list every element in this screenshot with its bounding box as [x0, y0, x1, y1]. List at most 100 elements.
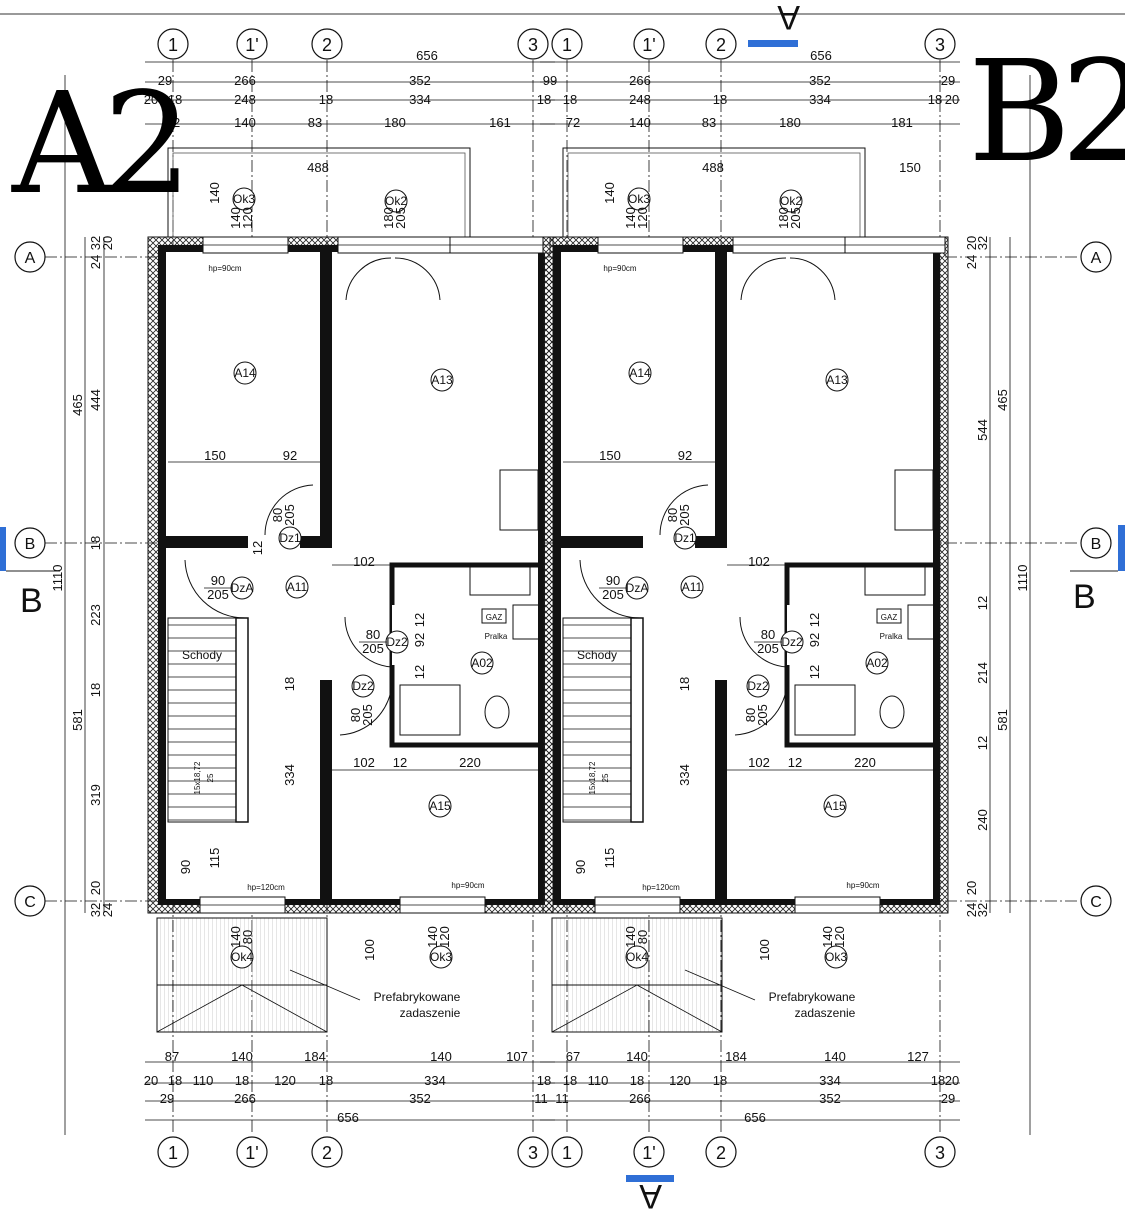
top-dimension: 180 [779, 115, 801, 130]
top-dimension: 334 [809, 92, 831, 107]
door-tag-marker [673, 526, 697, 550]
window-tag: Ok4 [626, 950, 648, 964]
axis-bubble [924, 28, 956, 60]
interior-wall [561, 536, 643, 548]
opening-size: 205 [282, 504, 297, 526]
washbasin [469, 564, 531, 596]
axis-bubble-label: 1' [245, 35, 258, 55]
axis-bubble [633, 28, 665, 60]
side-dimension: 20 [88, 881, 103, 895]
opening-size: 180 [776, 207, 791, 229]
room-tag: A11 [287, 580, 308, 594]
side-dimension: 20 [964, 236, 979, 250]
bottom-dimension: 20 [144, 1073, 158, 1088]
door-swing [659, 484, 709, 536]
side-dimension: 581 [995, 709, 1010, 731]
top-dimension: 18 [713, 92, 727, 107]
opening-size: 140 [623, 926, 638, 948]
window-tag: Ok3 [233, 192, 255, 206]
axis-bubble [633, 1136, 665, 1168]
top-dimension: 83 [308, 115, 322, 130]
stairs-width: 25 [206, 773, 215, 782]
window-tag-marker [627, 187, 651, 211]
toilet [879, 695, 905, 729]
opening-size: 140 [820, 926, 835, 948]
washer [512, 604, 540, 640]
section-b-right-label: B [1073, 578, 1096, 616]
axis-bubble-label: 1' [642, 1143, 655, 1163]
room-tag-marker [628, 361, 652, 385]
side-dimension: 12 [975, 736, 990, 750]
bottom-dimension: 67 [566, 1049, 580, 1064]
room-tag-marker [428, 794, 452, 818]
top-dimension: 18 [563, 92, 577, 107]
interior-wall [715, 252, 727, 548]
door-swing [579, 559, 641, 619]
stair-outline [562, 617, 632, 823]
door-tag: Dz2 [352, 679, 374, 693]
stair-wall [630, 617, 644, 823]
room-tag: A02 [866, 656, 888, 670]
inner-dimension: 115 [602, 848, 617, 869]
bottom-dimension: 18 [235, 1073, 249, 1088]
room-tag-marker [430, 368, 454, 392]
side-dimension: 24 [964, 903, 979, 917]
opening-size: 80 [665, 508, 680, 522]
room-tag-marker [285, 575, 309, 599]
room-tag-marker [825, 368, 849, 392]
side-dimension: 444 [88, 389, 103, 411]
top-dimension: 334 [409, 92, 431, 107]
bottom-dimension: 266 [234, 1091, 256, 1106]
room-tag-marker [470, 651, 494, 675]
top-dimension: 352 [809, 73, 831, 88]
window-tag: Ok2 [385, 194, 407, 208]
bottom-dimension: 29 [941, 1091, 955, 1106]
top-dimension: 72 [566, 115, 580, 130]
top-dimension: 656 [810, 48, 832, 63]
axis-bubble [157, 1136, 189, 1168]
door-swing [344, 616, 393, 668]
side-dimension: 20 [964, 881, 979, 895]
gas-box [876, 608, 902, 624]
canopy-note: Prefabrykowane [769, 990, 856, 1004]
washer-label: Pralka [485, 632, 508, 641]
window-tag-marker [230, 945, 254, 969]
door-tag: Dz2 [747, 679, 769, 693]
opening-size: 80 [348, 708, 363, 722]
bottom-dimension: 18 [537, 1073, 551, 1088]
opening-size: 205 [757, 641, 779, 656]
axis-bubble-label: 1' [245, 1143, 258, 1163]
bottom-dimension: 140 [430, 1049, 452, 1064]
room-tag: A11 [682, 580, 703, 594]
axis-bubble-label: A [1091, 250, 1102, 267]
axis-bubble [1080, 885, 1112, 917]
sill-height: hp=90cm [451, 881, 484, 890]
room-tag: A15 [429, 799, 451, 813]
opening-size: 205 [362, 641, 384, 656]
washer [907, 604, 935, 640]
gas-label: GAZ [881, 613, 898, 622]
top-dimension: 99 [543, 73, 557, 88]
bottom-dimension: 110 [193, 1073, 214, 1088]
bottom-dimension: 18 [931, 1073, 945, 1088]
stairs-label: Schody [577, 648, 617, 662]
door-tag-marker [278, 526, 302, 550]
bottom-dimension: 266 [629, 1091, 651, 1106]
top-dimension: 488 [702, 160, 724, 175]
top-dimension: 488 [307, 160, 329, 175]
top-dimension: 18 [168, 92, 182, 107]
axis-bubble [705, 1136, 737, 1168]
top-dimension: 83 [702, 115, 716, 130]
axis-bubble [236, 1136, 268, 1168]
bottom-dimension: 18 [319, 1073, 333, 1088]
axis-bubble [551, 1136, 583, 1168]
sill-height: hp=90cm [603, 264, 636, 273]
unit-label-a2: A2 [11, 63, 182, 226]
inner-dimension: 12 [250, 541, 265, 555]
section-a-top-bar [748, 40, 798, 47]
side-dimension: 32 [975, 903, 990, 917]
interior-wall [695, 536, 727, 548]
top-dimension: 29 [941, 73, 955, 88]
opening-size: 80 [743, 708, 758, 722]
top-dimension: 248 [629, 92, 651, 107]
